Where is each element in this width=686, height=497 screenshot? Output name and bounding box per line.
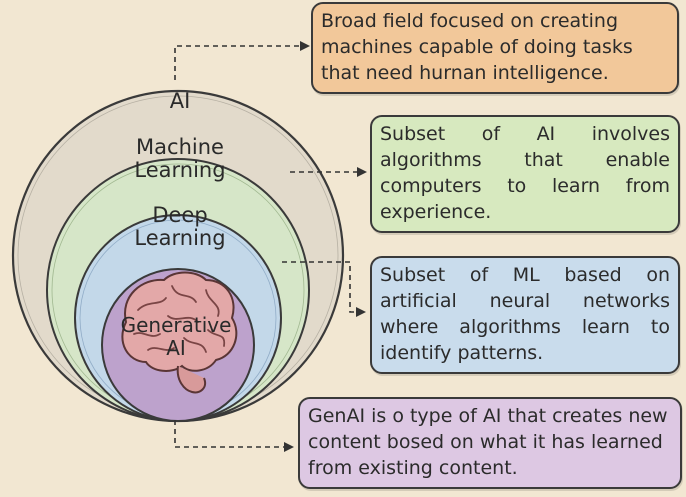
label-ai: AI — [169, 89, 191, 113]
brain-icon — [121, 271, 238, 394]
arrow-right-icon — [284, 442, 294, 452]
description-box-deep-learning: Subset of ML based on artificial neural … — [370, 256, 680, 374]
connector-gen — [174, 420, 285, 448]
description-box-machine-learning: Subset of AI involves algorithms that en… — [370, 115, 680, 233]
description-box-ai: Broad field focused on creating machines… — [311, 2, 679, 94]
label-dl-line1: Deep — [152, 203, 208, 227]
description-box-generative-ai: GenAI is o type of AI that creates new c… — [298, 397, 682, 489]
arrow-right-icon — [300, 41, 310, 51]
label-ml-line2: Learning — [134, 158, 226, 182]
label-generative-ai: Generative AI — [106, 314, 246, 360]
label-ml-line1: Machine — [136, 135, 224, 159]
connector-ai — [174, 45, 300, 80]
label-gen-line2: AI — [166, 336, 186, 360]
label-machine-learning: Machine Learning — [100, 136, 260, 182]
label-dl-line2: Learning — [134, 226, 226, 250]
label-deep-learning: Deep Learning — [110, 204, 250, 250]
label-gen-line1: Generative — [120, 313, 232, 337]
connector-dl — [282, 261, 358, 313]
arrow-right-icon — [357, 167, 367, 177]
arrow-right-icon — [356, 307, 366, 317]
